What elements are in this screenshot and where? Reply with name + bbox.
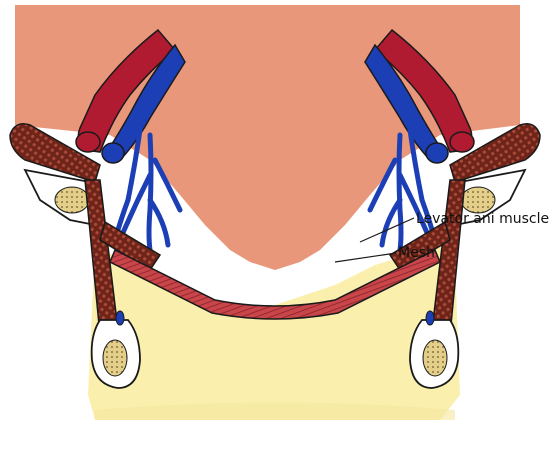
left-blood-vessels — [75, 28, 186, 253]
mesh-label: Mesh — [398, 245, 435, 261]
right-blood-vessels — [364, 28, 475, 253]
levator-ani-muscle — [99, 220, 451, 272]
label-leaders — [334, 217, 415, 263]
levator-ani-label: Levator ani muscle — [416, 211, 549, 227]
right-pelvic-wall — [409, 123, 541, 389]
left-pelvic-wall — [9, 123, 141, 389]
mesh — [109, 248, 441, 320]
